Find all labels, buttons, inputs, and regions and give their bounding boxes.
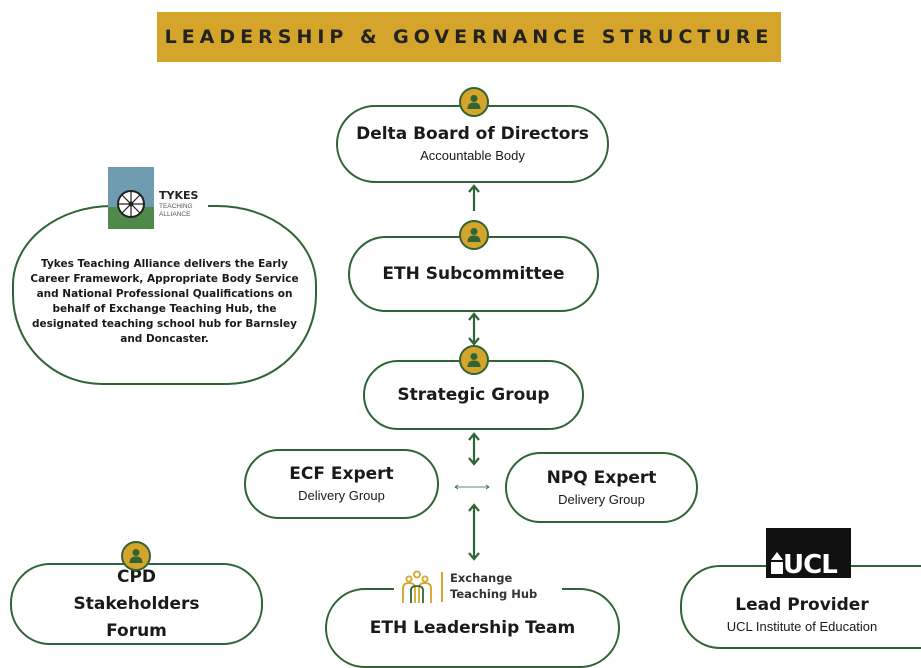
node-title: Strategic Group bbox=[397, 384, 550, 405]
logo-divider bbox=[441, 572, 443, 602]
double-arrow-icon bbox=[468, 503, 480, 561]
ecf-expert-node: ECF Expert Delivery Group bbox=[244, 449, 439, 519]
ucl-logo: UCL bbox=[766, 528, 851, 580]
node-title: NPQ Expert bbox=[546, 467, 657, 488]
ucl-logo-text: UCL bbox=[783, 550, 838, 580]
node-subtitle: Delivery Group bbox=[298, 488, 385, 503]
tykes-logo-name: TYKES bbox=[159, 189, 199, 202]
tykes-logo-sub2: ALLIANCE bbox=[159, 211, 191, 218]
tykes-logo-sub1: TEACHING bbox=[159, 203, 193, 210]
person-badge bbox=[121, 541, 151, 571]
person-icon bbox=[467, 228, 481, 242]
npq-expert-node: NPQ Expert Delivery Group bbox=[505, 452, 698, 523]
node-subtitle: Delivery Group bbox=[558, 491, 645, 507]
exchange-logo-line2: Teaching Hub bbox=[450, 587, 538, 601]
eth-leadership-node: ETH Leadership Team bbox=[325, 588, 620, 668]
person-badge bbox=[459, 87, 489, 117]
person-badge bbox=[459, 220, 489, 250]
double-arrow-icon bbox=[468, 312, 480, 346]
node-title: CPD Stakeholders Forum bbox=[73, 566, 200, 641]
person-badge bbox=[459, 345, 489, 375]
exchange-logo-line1: Exchange bbox=[450, 571, 513, 585]
title-banner: LEADERSHIP & GOVERNANCE STRUCTURE bbox=[157, 12, 781, 62]
lead-provider-node: Lead Provider UCL Institute of Education bbox=[680, 565, 921, 649]
double-arrow-icon bbox=[468, 432, 480, 466]
node-title: Lead Provider bbox=[735, 595, 869, 615]
horizontal-connector-icon bbox=[454, 484, 490, 490]
tykes-wheel-icon bbox=[108, 167, 154, 229]
node-title: ETH Subcommittee bbox=[382, 263, 565, 284]
person-icon bbox=[129, 549, 143, 563]
double-arrow-icon bbox=[468, 184, 480, 211]
ucl-portico-icon bbox=[771, 552, 783, 574]
node-title: ECF Expert bbox=[289, 464, 394, 484]
exchange-hub-mark-icon bbox=[402, 570, 432, 603]
exchange-teaching-hub-logo: Exchange Teaching Hub bbox=[394, 568, 562, 608]
node-subtitle: Accountable Body bbox=[420, 148, 525, 163]
node-title: Delta Board of Directors bbox=[356, 124, 589, 144]
node-title: ETH Leadership Team bbox=[369, 618, 576, 638]
tykes-teaching-alliance-logo: TYKES TEACHING ALLIANCE bbox=[108, 167, 208, 229]
tykes-description: Tykes Teaching Alliance delivers the Ear… bbox=[30, 258, 299, 345]
person-icon bbox=[467, 95, 481, 109]
page-title: LEADERSHIP & GOVERNANCE STRUCTURE bbox=[164, 26, 774, 48]
node-subtitle: UCL Institute of Education bbox=[726, 619, 878, 634]
person-icon bbox=[467, 353, 481, 367]
tykes-description-node: Tykes Teaching Alliance delivers the Ear… bbox=[12, 205, 317, 385]
cpd-stakeholders-node: CPD Stakeholders Forum bbox=[10, 563, 263, 645]
delta-board-node: Delta Board of Directors Accountable Bod… bbox=[336, 105, 609, 183]
